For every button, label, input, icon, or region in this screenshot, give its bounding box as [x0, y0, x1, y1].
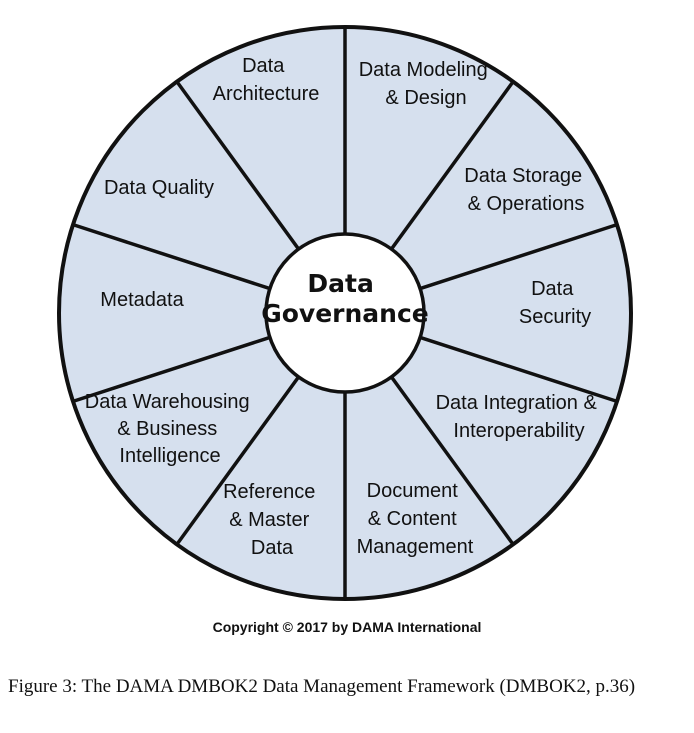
segment-label-line: Data: [251, 537, 294, 559]
segment-label-line: Management: [357, 536, 474, 558]
segment-metadata: Metadata: [100, 289, 184, 311]
segment-data-integration-interoperability: Data Integration & Interoperability: [436, 392, 603, 442]
spoke-divider: [390, 80, 515, 251]
segment-document-content-management: Document & Content Management: [357, 480, 474, 558]
segment-label-line: Reference: [223, 481, 315, 503]
segment-label-line: Document: [367, 480, 459, 502]
spoke-divider: [390, 375, 515, 546]
segment-data-security: Data Security: [519, 278, 591, 328]
segment-data-quality: Data Quality: [104, 177, 214, 199]
copyright-notice: Copyright © 2017 by DAMA International: [212, 619, 482, 635]
segment-label-line: Data Quality: [104, 177, 214, 199]
segment-label-line: Data Integration &: [436, 392, 598, 414]
segment-label-line: Data: [531, 278, 574, 300]
segment-label-line: Metadata: [100, 289, 184, 311]
segment-data-modeling-design: Data Modeling & Design: [359, 59, 494, 109]
spoke-divider: [72, 222, 271, 291]
spoke-divider: [175, 375, 300, 546]
center-label-line-1: Data: [307, 269, 373, 298]
segment-label-line: & Business: [117, 418, 217, 440]
segment-label-line: Security: [519, 306, 591, 328]
center-label-line-2: Governance: [261, 299, 429, 328]
spoke-divider: [175, 80, 300, 251]
segment-label-line: Data Storage: [464, 165, 582, 187]
segment-label-line: Architecture: [213, 83, 320, 105]
spoke-divider: [419, 335, 618, 404]
segment-data-warehousing-business-intelligence: Data Warehousing & Business Intelligence: [85, 391, 255, 467]
spoke-divider: [419, 222, 618, 291]
figure-caption: Figure 3: The DAMA DMBOK2 Data Managemen…: [8, 676, 636, 697]
segment-reference-master-data: Reference & Master Data: [223, 481, 321, 559]
segment-label-line: & Content: [368, 508, 457, 530]
segment-label-line: Data Warehousing: [85, 391, 250, 413]
segment-label-line: & Master: [229, 509, 309, 531]
segment-label-line: Data: [242, 55, 285, 77]
segment-label-line: & Operations: [468, 193, 585, 215]
center-label: Data Governance: [261, 269, 429, 328]
spokes: [72, 27, 618, 599]
segment-data-architecture: Data Architecture: [213, 55, 320, 105]
segment-label-line: Data Modeling: [359, 59, 488, 81]
segment-data-storage-operations: Data Storage & Operations: [464, 165, 587, 215]
segment-label-line: & Design: [385, 87, 466, 109]
dmbok-wheel-diagram: Data Governance Data Architecture Data M…: [57, 25, 633, 601]
segment-label-line: Interoperability: [453, 420, 584, 442]
center-hub: [264, 232, 426, 394]
spoke-divider: [72, 335, 271, 404]
segment-label-line: Intelligence: [119, 445, 220, 467]
